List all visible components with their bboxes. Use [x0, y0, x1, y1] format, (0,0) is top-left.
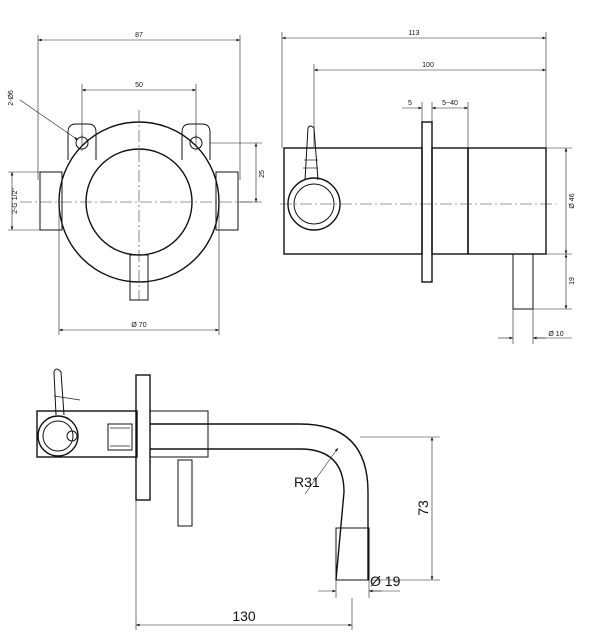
dim-height-label: 25	[259, 170, 266, 178]
spout-view-lever	[53, 368, 65, 416]
spout-outlet	[335, 527, 370, 581]
wall-box	[36, 410, 138, 458]
dim-inlet-label: 2-G 1/2"	[12, 188, 19, 214]
side-view: 113 100 5 5~40 Ø 46 19	[280, 30, 576, 344]
dim-flange-diameter-label: Ø 70	[131, 322, 146, 329]
dim-projection-label: 130	[232, 608, 256, 624]
spout-view-handle-outer	[37, 415, 79, 457]
dim-body-length-label: 100	[422, 62, 434, 69]
right-inlet-stub	[215, 171, 239, 231]
sleeve	[431, 147, 469, 255]
thread-block	[107, 423, 133, 451]
handle-lever	[304, 125, 319, 181]
cover-body	[467, 147, 547, 255]
dim-spout-height-label: 19	[569, 277, 576, 285]
side-spout-stub	[512, 253, 534, 310]
dim-adjust-range-label: 5~40	[442, 100, 458, 107]
left-inlet-stub	[39, 171, 63, 231]
spout-view-flange	[135, 374, 151, 501]
handle-ring-inner	[293, 183, 335, 225]
spout-tube-inner	[150, 448, 345, 581]
spout-view-handle-pin	[66, 430, 78, 442]
dim-holes-label: 2-Ø6	[8, 90, 15, 106]
spout-view-lower-lever	[177, 459, 193, 527]
dim-outlet-diameter-label: Ø 19	[370, 573, 401, 589]
right-ear	[181, 123, 211, 160]
holes-leader	[19, 99, 79, 141]
dim-width-label: 87	[135, 32, 143, 39]
dim-flange-thickness-label: 5	[408, 100, 412, 107]
valve-body	[283, 147, 423, 255]
dim-total-length-label: 113	[408, 30, 419, 37]
side-flange	[421, 121, 433, 283]
dim-radius-label: R31	[294, 474, 320, 490]
spout-view-handle-inner	[42, 420, 74, 452]
spout-view: R31 73 Ø 19 130	[36, 368, 440, 630]
left-ear	[67, 123, 97, 160]
dim-body-diameter-label: Ø 46	[569, 193, 576, 208]
front-view: 87 50 2-Ø6 2-G 1/2"	[8, 32, 266, 335]
spout-tube-outer	[150, 423, 369, 580]
spout-view-sleeve	[149, 410, 209, 458]
dim-spout-drop-label: 73	[415, 500, 431, 516]
dim-holes-spacing-label: 50	[135, 82, 143, 89]
dim-spout-diameter-label: Ø 10	[548, 331, 563, 338]
